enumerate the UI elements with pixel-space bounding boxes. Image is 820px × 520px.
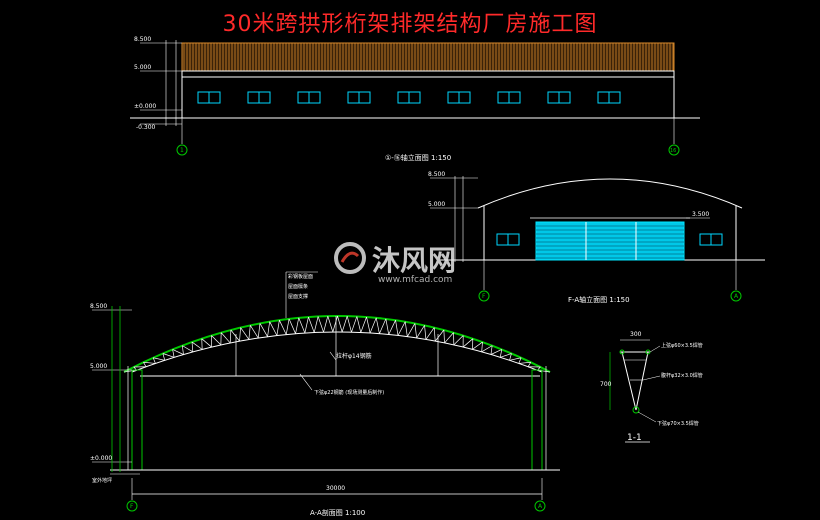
column-left [131, 369, 143, 471]
watermark-logo-icon [334, 242, 366, 274]
detail-title: 1-1 [627, 433, 642, 443]
truss-detail-1-1 [609, 339, 661, 443]
side-axis-bubble-A [730, 290, 742, 302]
watermark-url: www.mfcad.com [378, 275, 452, 285]
section-level-8500: 8.500 [90, 303, 107, 310]
section-axis-bubble-A [534, 500, 546, 512]
detail-height-dim: 700 [600, 381, 612, 388]
front-elevation-caption: ①-⑯轴立面图 1:150 [385, 153, 451, 162]
front-level-8500: 8.500 [134, 36, 151, 43]
section-axis-bubble-F [126, 500, 138, 512]
bottom-chord-label: 下弦φ22钢筋 (现场测量后制作) [314, 389, 384, 396]
side-level-5000: 5.000 [428, 201, 445, 208]
detail-web-label: 腹杆φ32×3.0焊管 [661, 372, 703, 379]
side-axis-bubble-F [478, 290, 490, 302]
truss-web-members [123, 315, 551, 373]
truss-top-chord [123, 315, 551, 373]
window-1 [197, 91, 221, 104]
drawing-title: 30米跨拱形桁架排架结构厂房施工图 [222, 12, 598, 37]
section-a-a [92, 271, 560, 512]
axis-label-1: 1 [180, 147, 184, 154]
front-level-0: ±0.000 [134, 103, 156, 110]
side-elevation [430, 176, 765, 302]
truss-bottom-chord [131, 331, 543, 373]
roof-label-panel: 彩钢板屋面 [288, 273, 313, 280]
span-dimension: 30000 [326, 485, 345, 492]
front-level-minus300: -0.300 [136, 124, 156, 131]
front-level-5000: 5.000 [134, 64, 151, 71]
front-elevation [130, 40, 700, 156]
window-8 [547, 91, 571, 104]
window-3 [297, 91, 321, 104]
roof-panel-ribs [183, 43, 674, 71]
ground-label: 室外地坪 [92, 477, 112, 484]
window-4 [347, 91, 371, 104]
front-windows [197, 91, 621, 104]
section-axis-label-A: A [538, 503, 543, 510]
tie-rod-label: 拉杆φ14钢筋 [336, 352, 372, 360]
axis-bubble-1 [176, 144, 188, 156]
axis-label-16: 16 [670, 148, 676, 154]
watermark-brand: 沐风网 [372, 244, 456, 277]
axis-bubble-16 [668, 144, 680, 156]
column-right [531, 369, 543, 471]
window-5 [397, 91, 421, 104]
detail-top-chord-label: 上弦φ60×3.5焊管 [661, 342, 703, 349]
window-7 [497, 91, 521, 104]
side-elevation-caption: F-A轴立面图 1:150 [568, 295, 630, 304]
window-2 [247, 91, 271, 104]
roof-label-brace: 屋面支撑 [288, 293, 308, 300]
section-level-0: ±0.000 [90, 455, 112, 462]
section-caption: A-A剖面图 1:100 [310, 508, 365, 517]
window-6 [447, 91, 471, 104]
section-axis-label-F: F [130, 503, 134, 510]
watermark: 沐风网 www.mfcad.com [334, 242, 456, 285]
side-roof-arch [477, 178, 743, 209]
detail-width-dim: 300 [630, 331, 642, 338]
section-level-5000: 5.000 [90, 363, 107, 370]
side-level-8500: 8.500 [428, 171, 445, 178]
side-axis-label-A: A [734, 293, 739, 300]
side-dim-3500: 3.500 [692, 211, 709, 218]
detail-bottom-chord-label: 下弦φ70×3.5焊管 [657, 420, 699, 427]
roof-label-purlin: 屋面檩条 [288, 283, 308, 290]
window-9 [597, 91, 621, 104]
front-wall [181, 70, 675, 119]
side-axis-label-F: F [482, 293, 486, 300]
